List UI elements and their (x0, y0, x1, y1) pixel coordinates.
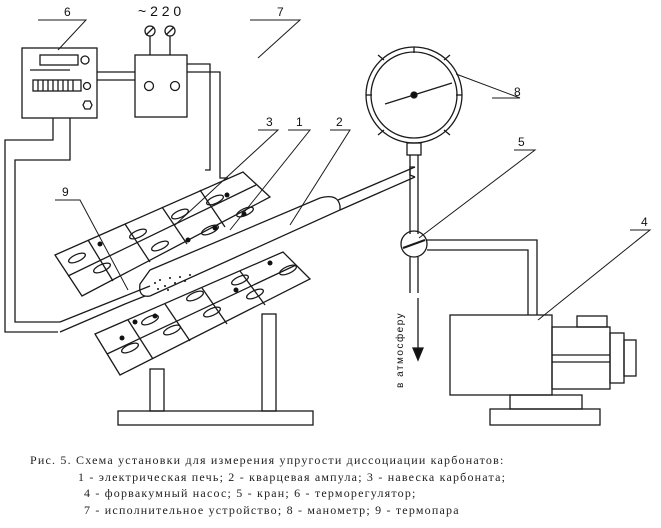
caption-title: Рис. 5. Схема установки для измерения уп… (30, 453, 505, 467)
label-2: 2 (336, 115, 343, 129)
label-7: 7 (277, 5, 284, 19)
valve (400, 230, 538, 315)
caption-legend-2: 4 - форвакумный насос; 5 - кран; 6 - тер… (84, 486, 417, 500)
label-5: 5 (518, 135, 525, 149)
quartz-ampoule (139, 166, 416, 297)
caption-legend-3: 7 - исполнительное устройство; 8 - маном… (84, 502, 460, 517)
actuator (134, 25, 188, 118)
thermocouple (59, 285, 151, 333)
atmosphere-arrow (412, 298, 424, 362)
electric-furnace (54, 171, 312, 376)
label-4: 4 (641, 215, 648, 229)
carbonate-sample (154, 274, 191, 291)
label-3: 3 (266, 115, 273, 129)
atmosphere-label: в атмосферу (394, 312, 406, 388)
label-8: 8 (514, 85, 521, 99)
label-6: 6 (64, 5, 71, 19)
leader-lines (38, 19, 652, 321)
label-9: 9 (62, 185, 69, 199)
label-1: 1 (296, 115, 303, 129)
thermoregulator (21, 47, 98, 119)
fore-vacuum-pump (449, 314, 637, 426)
voltage-label: ~ 2 2 0 (138, 3, 181, 19)
manometer (365, 46, 463, 234)
apparatus-diagram: ~ 2 2 0 6 7 3 1 2 9 8 5 4 в атмосферу (4, 3, 652, 426)
furnace-stand (117, 313, 314, 426)
caption-legend-1: 1 - электрическая печь; 2 - кварцевая ам… (78, 469, 507, 484)
figure-caption: Рис. 5. Схема установки для измерения уп… (0, 452, 661, 518)
